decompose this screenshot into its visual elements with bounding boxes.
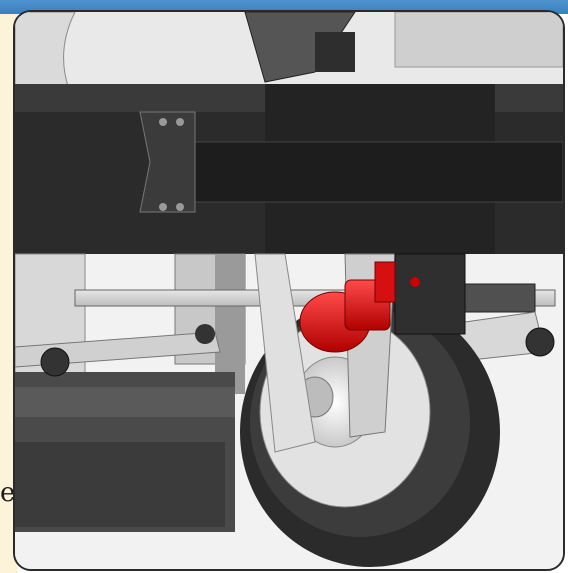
illustration-frame — [13, 10, 565, 571]
side-text-fragment: e — [0, 478, 16, 508]
bracket-icon — [139, 111, 196, 213]
red-valve-icon — [299, 261, 420, 353]
caster-illustration — [15, 12, 563, 569]
